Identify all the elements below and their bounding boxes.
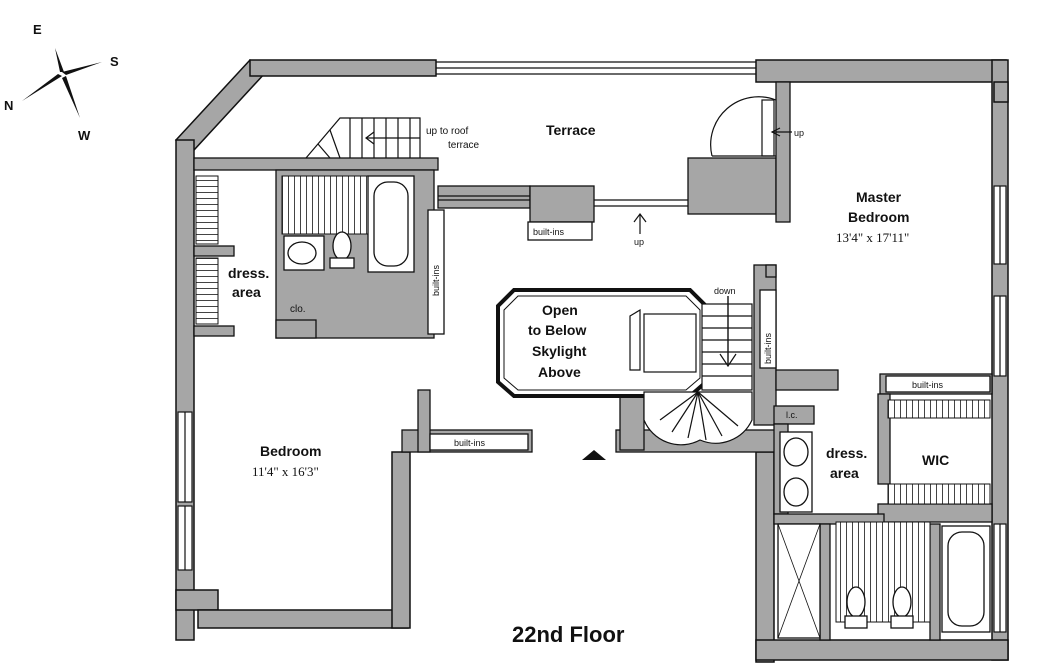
wic-label: WIC: [922, 452, 949, 468]
dress-area-left-1: dress.: [228, 265, 269, 281]
compass-south: S: [110, 54, 119, 69]
dress-area-right-1: dress.: [826, 445, 867, 461]
main-stair: [629, 296, 753, 446]
terrace-passage: [438, 195, 688, 234]
linen-closet-label: l.c.: [786, 410, 798, 420]
built-ins-vertical-right: built-ins: [763, 332, 773, 364]
master-bedroom-label-1: Master: [856, 189, 902, 205]
roof-stairs-label-1: up to roof: [426, 126, 468, 137]
closet-hatching: [195, 175, 991, 623]
open-below-3: Skylight: [532, 343, 587, 359]
master-bedroom-label-2: Bedroom: [848, 209, 909, 225]
floor-title: 22nd Floor: [512, 622, 625, 647]
dress-area-right-2: area: [830, 465, 859, 481]
stair-up-terrace: up: [794, 128, 804, 138]
open-below-1: Open: [542, 302, 578, 318]
built-ins-terrace: built-ins: [533, 227, 565, 237]
built-ins-master: built-ins: [912, 380, 944, 390]
terrace-railing: [436, 61, 756, 75]
entry-marker: [582, 450, 606, 460]
built-ins-hall: built-ins: [454, 438, 486, 448]
built-ins-boxes: [427, 209, 991, 451]
compass-east: E: [33, 22, 42, 37]
built-ins-vertical-left: built-ins: [431, 264, 441, 296]
stair-up-center: up: [634, 237, 644, 247]
compass-north: N: [4, 98, 13, 113]
stair-down: down: [714, 286, 736, 296]
dress-area-left-2: area: [232, 284, 261, 300]
open-below-4: Above: [538, 364, 581, 380]
open-below-2: to Below: [528, 322, 586, 338]
bedroom-dimensions: 11'4" x 16'3": [252, 464, 319, 479]
master-bedroom-dimensions: 13'4" x 17'11": [836, 230, 909, 245]
roof-stairs-label-2: terrace: [448, 140, 480, 151]
bath-fixtures: [283, 175, 991, 639]
compass-rose: E S N W: [4, 22, 119, 143]
closet-label: clo.: [290, 304, 306, 315]
roof-stairs: [305, 117, 421, 159]
terrace-spiral-stair: [710, 96, 792, 157]
room-labels: Terrace up to roof terrace Master Bedroo…: [228, 122, 949, 647]
terrace-label: Terrace: [546, 122, 596, 138]
compass-west: W: [78, 128, 91, 143]
windows: [177, 185, 1007, 633]
bedroom-label: Bedroom: [260, 443, 321, 459]
